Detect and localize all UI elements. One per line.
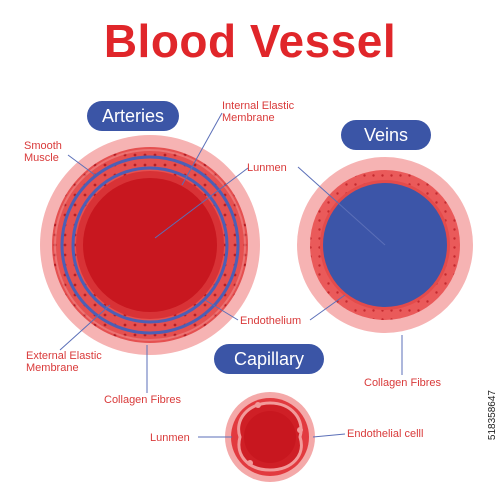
label-smooth-muscle: Smooth Muscle	[24, 140, 62, 164]
veins-pill: Veins	[341, 120, 431, 150]
leader-lunmen-vein	[297, 166, 386, 246]
leader-lines	[59, 112, 403, 438]
capillary-cross-section	[225, 392, 315, 482]
artery-external-elastic-membrane	[60, 155, 240, 335]
leader-endothelium	[204, 299, 239, 321]
leader-internal-elastic	[181, 112, 223, 186]
artery-internal-elastic-membrane	[71, 166, 229, 324]
label-lunmen-capillary: Lunmen	[150, 432, 190, 444]
label-collagen-fibres-artery: Collagen Fibres	[104, 394, 182, 406]
artery-cross-section	[40, 135, 260, 355]
artery-lumen	[83, 178, 217, 312]
leader-smooth-muscle	[67, 154, 96, 176]
label-collagen-fibres-vein: Collagen Fibres	[364, 377, 442, 389]
capillary-pill: Capillary	[214, 344, 324, 374]
label-external-elastic-membrane: External Elastic Membrane	[26, 350, 102, 374]
stock-id: 518358647	[487, 389, 498, 440]
leader-endothelium-vein	[309, 294, 346, 321]
label-endothelium: Endothelium	[240, 315, 302, 327]
label-endothelial-cell: Endothelial celll	[347, 428, 424, 440]
leader-external-elastic	[59, 304, 111, 351]
leader-endothelial-cell	[312, 433, 346, 438]
arteries-pill: Arteries	[87, 101, 179, 131]
label-lunmen-artery: Lunmen	[247, 162, 287, 174]
page-title: Blood Vessel	[103, 15, 397, 67]
capillary-lumen	[244, 411, 296, 463]
label-internal-elastic-membrane: Internal Elastic Membrane	[222, 100, 295, 124]
leader-lunmen-artery	[154, 167, 249, 239]
